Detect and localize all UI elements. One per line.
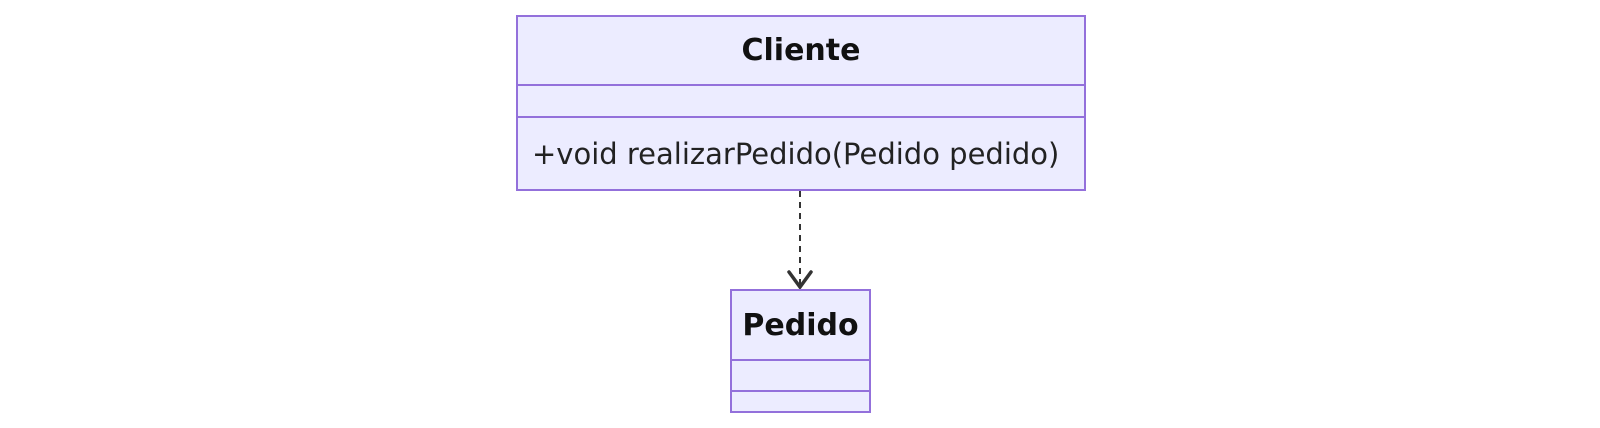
- dependency-arrowhead: [787, 270, 813, 290]
- class-attributes-section: [518, 86, 1084, 118]
- class-pedido: Pedido: [730, 289, 871, 413]
- class-attributes-section: [732, 361, 869, 392]
- class-name: Pedido: [732, 291, 869, 361]
- class-method: +void realizarPedido(Pedido pedido): [532, 136, 1060, 171]
- class-cliente: Cliente +void realizarPedido(Pedido pedi…: [516, 15, 1086, 191]
- class-methods-section: +void realizarPedido(Pedido pedido): [518, 118, 1084, 189]
- class-name: Cliente: [518, 17, 1084, 86]
